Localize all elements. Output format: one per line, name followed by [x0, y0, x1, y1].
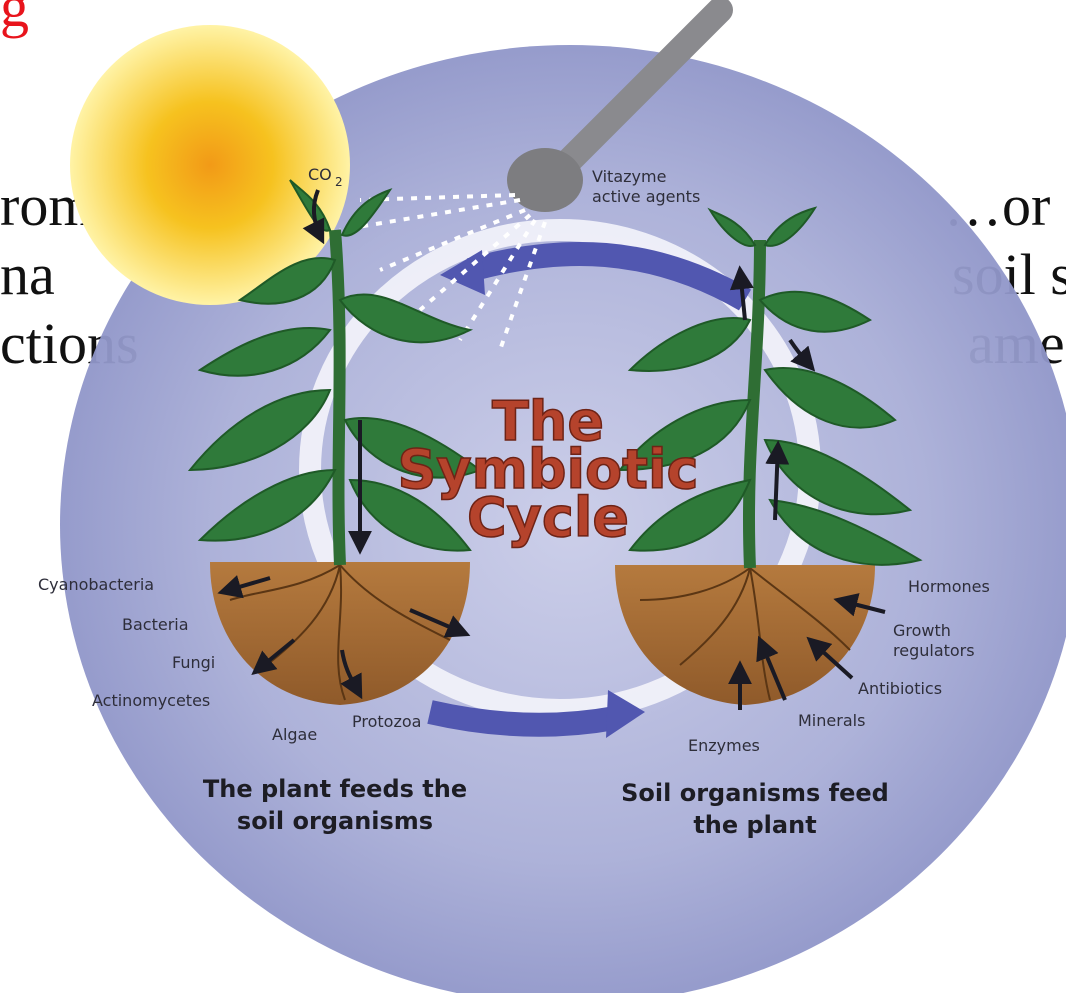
label-fungi: Fungi: [172, 653, 215, 672]
label-antibiotics: Antibiotics: [858, 679, 942, 698]
label-algae: Algae: [272, 725, 317, 744]
cycle-arrow-bottom: [430, 712, 615, 725]
label-hormones: Hormones: [908, 577, 990, 596]
right-caption-line-1: Soil organisms feed: [621, 779, 889, 807]
label-enzymes: Enzymes: [688, 736, 760, 755]
label-growth: Growth: [893, 621, 951, 640]
sprayer-nozzle: [507, 148, 583, 212]
label-bacteria: Bacteria: [122, 615, 189, 634]
label-actinomycetes: Actinomycetes: [92, 691, 210, 710]
left-caption-line-1: The plant feeds the: [203, 775, 467, 803]
label-cyanobacteria: Cyanobacteria: [38, 575, 154, 594]
sprayer-label-line-2: active agents: [592, 187, 700, 206]
left-caption-line-2: soil organisms: [237, 807, 433, 835]
label-minerals: Minerals: [798, 711, 865, 730]
title-line-3: Cycle: [467, 486, 629, 549]
label-protozoa: Protozoa: [352, 712, 421, 731]
sprayer-label-line-1: Vitazyme: [592, 167, 666, 186]
right-caption-line-2: the plant: [693, 811, 816, 839]
left-stem: [335, 230, 340, 565]
co2-subscript: 2: [335, 175, 343, 189]
co2-label: CO: [308, 165, 332, 184]
label-regulators: regulators: [893, 641, 975, 660]
